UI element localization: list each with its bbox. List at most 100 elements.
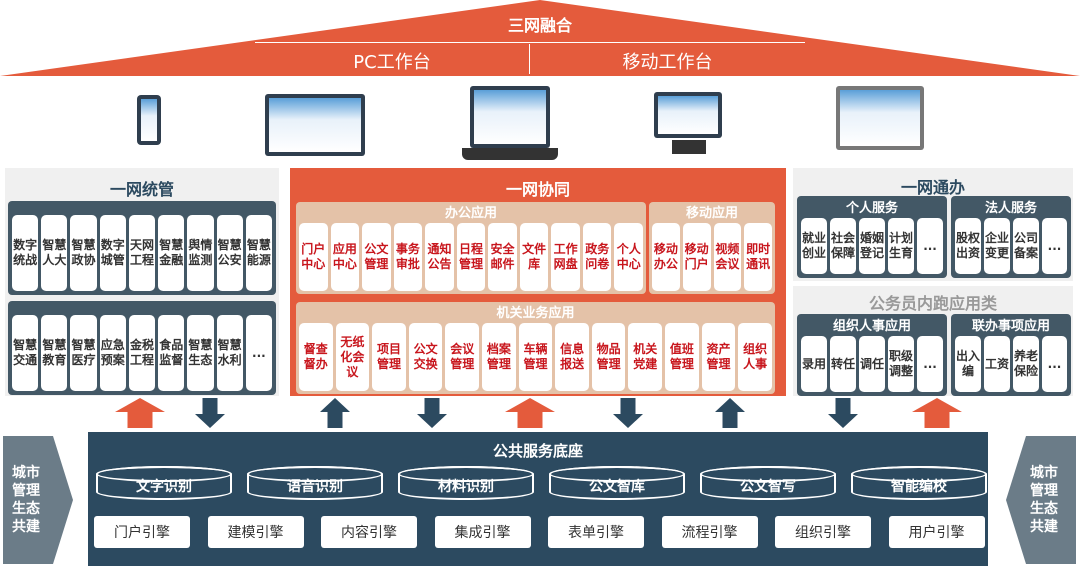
service-card[interactable]: 计划 生育 — [888, 218, 915, 274]
right-side-arrow — [1006, 436, 1076, 564]
app-card[interactable]: 工作 网盘 — [551, 223, 580, 291]
mobile-apps-block: 移动应用移动 办公移动 门户视频 会议即时 通讯 — [649, 202, 775, 294]
app-card[interactable]: 资产 管理 — [701, 323, 736, 391]
app-card[interactable]: 数字 统战 — [12, 215, 39, 291]
service-card[interactable]: 出入 编 — [955, 336, 982, 392]
app-card[interactable]: 数字 城管 — [99, 215, 126, 291]
app-card[interactable]: 值班 管理 — [665, 323, 699, 391]
service-card[interactable]: 养老 保险 — [1013, 336, 1040, 392]
app-card[interactable]: 车辆 管理 — [518, 323, 553, 391]
app-card[interactable]: 视频 会议 — [713, 223, 742, 291]
app-card[interactable]: 无纸 化会 议 — [335, 323, 370, 391]
app-card[interactable]: 智慧 交通 — [12, 315, 39, 391]
personal-service-block: 个人服务就业 创业社会 保障婚姻 登记计划 生育... — [797, 196, 947, 278]
app-card[interactable]: 智慧 水利 — [216, 315, 243, 391]
app-card[interactable]: 应用 中心 — [330, 223, 360, 291]
panel-title: 一网统管 — [109, 180, 174, 199]
office-apps-block: 办公应用门户 中心应用 中心公文 管理事务 审批通知 公告日程 管理安全 邮件文… — [296, 202, 646, 294]
app-card[interactable]: 即时 通讯 — [744, 223, 772, 291]
engine-box: 流程引擎 — [661, 516, 758, 548]
block-title: 法人服务 — [984, 201, 1037, 216]
app-card[interactable]: 档案 管理 — [482, 323, 516, 391]
app-card[interactable]: 督查 督办 — [299, 323, 333, 391]
app-card[interactable]: 项目 管理 — [372, 323, 406, 391]
app-card[interactable]: ... — [245, 315, 272, 391]
engine-box: 表单引擎 — [548, 516, 644, 548]
app-card[interactable]: 智慧 公安 — [216, 215, 243, 291]
capability-cylinder: 公文智写 — [700, 466, 836, 500]
app-card[interactable]: 物品 管理 — [591, 323, 626, 391]
block-title: 移动应用 — [685, 206, 738, 221]
unified-management-panel: 一网统管 数字 统战智慧 人大智慧 政协数字 城管天网 工程智慧 金融舆情 监测… — [5, 168, 279, 396]
online-service-panel: 一网通办 个人服务就业 创业社会 保障婚姻 登记计划 生育... 法人服务股权 … — [793, 168, 1073, 281]
app-card[interactable]: 机关 党建 — [628, 323, 663, 391]
service-card[interactable]: 婚姻 登记 — [859, 218, 886, 274]
app-card[interactable]: 公文 交换 — [408, 323, 443, 391]
service-card[interactable]: 企业 变更 — [984, 218, 1011, 274]
panel-title: 一网协同 — [505, 180, 570, 199]
down-arrow-icon — [828, 398, 858, 428]
engine-box: 用户引擎 — [888, 516, 985, 548]
divider — [255, 42, 805, 43]
service-card[interactable]: 职级 调整 — [888, 336, 915, 392]
divider — [529, 44, 530, 74]
app-card[interactable]: 会议 管理 — [445, 323, 480, 391]
engine-box: 建模引擎 — [207, 516, 304, 548]
agency-apps-block: 机关业务应用督查 督办无纸 化会 议项目 管理公文 交换会议 管理档案 管理车辆… — [296, 302, 775, 394]
capability-cylinder: 智能编校 — [851, 466, 987, 500]
app-card[interactable]: 智慧 教育 — [41, 315, 68, 391]
app-card[interactable]: 组织 人事 — [738, 323, 772, 391]
app-card[interactable]: 智慧 生态 — [187, 315, 214, 391]
engine-box: 门户引擎 — [94, 516, 190, 548]
service-card[interactable]: ... — [1042, 218, 1067, 274]
service-card[interactable]: 就业 创业 — [801, 218, 828, 274]
app-card[interactable]: 移动 办公 — [652, 223, 680, 291]
app-card[interactable]: 应急 预案 — [99, 315, 126, 391]
app-card[interactable]: 智慧 政协 — [70, 215, 97, 291]
service-card[interactable]: 股权 出资 — [955, 218, 982, 274]
service-card[interactable]: ... — [917, 218, 943, 274]
service-card[interactable]: 公司 备案 — [1013, 218, 1040, 274]
capability-cylinder: 材料识别 — [398, 466, 534, 500]
app-card[interactable]: 智慧 金融 — [158, 215, 185, 291]
app-card[interactable]: 金税 工程 — [128, 315, 156, 391]
app-card[interactable]: 智慧 能源 — [245, 215, 272, 291]
service-card[interactable]: 工资 — [984, 336, 1011, 392]
app-card[interactable]: 文件 库 — [519, 223, 549, 291]
monitor-image — [654, 92, 722, 138]
service-card[interactable]: ... — [917, 336, 943, 392]
service-card[interactable]: ... — [1042, 336, 1067, 392]
service-card[interactable]: 转任 — [830, 336, 857, 392]
collaboration-panel: 一网协同 办公应用门户 中心应用 中心公文 管理事务 审批通知 公告日程 管理安… — [290, 168, 786, 396]
service-card[interactable]: 录用 — [801, 336, 828, 392]
roof-title: 三网融合 — [507, 16, 572, 35]
app-card[interactable]: 事务 审批 — [393, 223, 423, 291]
engine-box: 集成引擎 — [434, 516, 531, 548]
app-card[interactable]: 食品 监督 — [158, 315, 185, 391]
block-title: 办公应用 — [444, 206, 497, 221]
laptop-image — [470, 86, 550, 148]
service-card[interactable]: 社会 保障 — [830, 218, 857, 274]
app-card[interactable]: 天网 工程 — [128, 215, 156, 291]
joint-affairs-block: 联办事项应用出入 编工资养老 保险... — [951, 314, 1071, 396]
app-card[interactable]: 个人 中心 — [614, 223, 644, 291]
app-card[interactable]: 通知 公告 — [425, 223, 454, 291]
app-card[interactable]: 政务 问卷 — [582, 223, 612, 291]
up-arrow-icon — [115, 398, 165, 428]
app-card[interactable]: 移动 门户 — [682, 223, 711, 291]
app-card[interactable]: 安全 邮件 — [488, 223, 517, 291]
app-card[interactable]: 日程 管理 — [456, 223, 486, 291]
service-card[interactable]: 调任 — [859, 336, 886, 392]
panel-title: 一网通办 — [900, 178, 965, 197]
roof-banner — [0, 0, 1080, 76]
app-card[interactable]: 门户 中心 — [299, 223, 328, 291]
app-card[interactable]: 舆情 监测 — [187, 215, 214, 291]
down-arrow-icon — [613, 398, 643, 428]
app-card[interactable]: 智慧 人大 — [41, 215, 68, 291]
app-card[interactable]: 智慧 医疗 — [70, 315, 97, 391]
app-card[interactable]: 信息 报送 — [555, 323, 589, 391]
base-title: 公共服务底座 — [492, 442, 583, 460]
app-card[interactable]: 公文 管理 — [362, 223, 391, 291]
up-arrow-icon — [320, 398, 350, 428]
laptop-base — [462, 148, 558, 160]
